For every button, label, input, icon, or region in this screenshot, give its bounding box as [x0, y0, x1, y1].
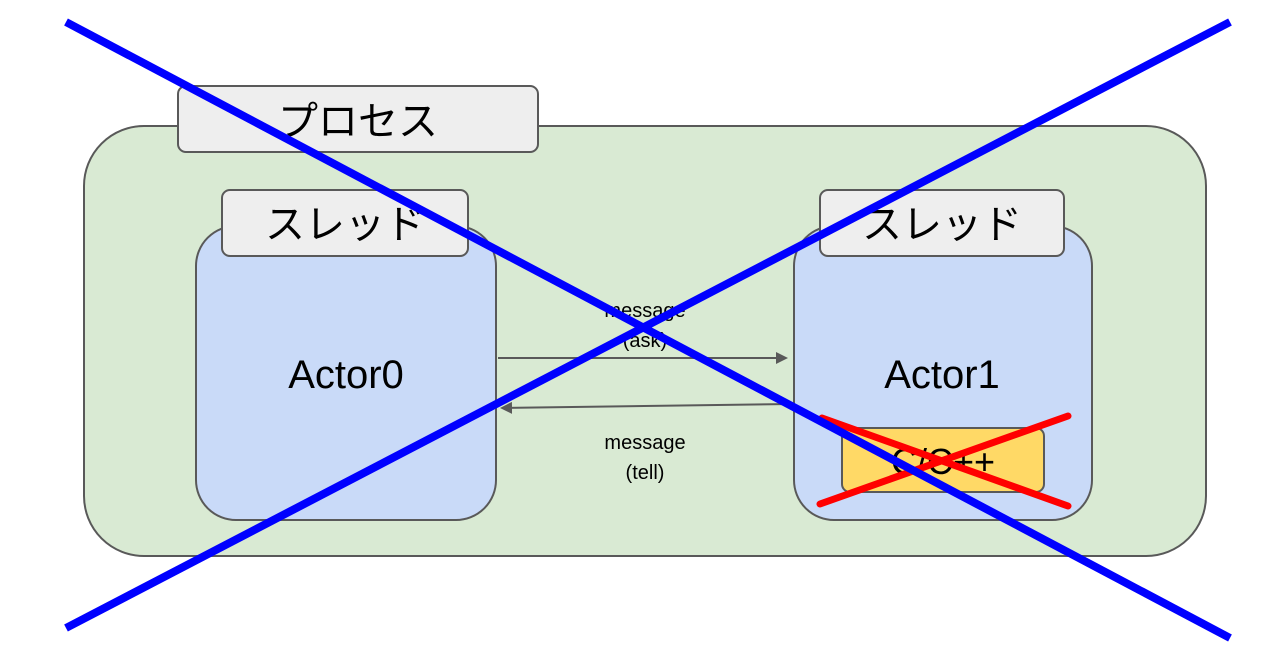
big-cross-line-b	[64, 18, 1232, 632]
thread-left-label: スレッド	[265, 202, 425, 248]
tell-label-line1: message	[604, 432, 685, 454]
process-label: プロセス	[278, 99, 438, 145]
process-tab	[177, 85, 539, 153]
big-cross-line-a	[64, 18, 1232, 642]
small-cross-line-b	[816, 412, 1072, 508]
actor0-label: Actor0	[288, 353, 404, 397]
tell-arrow	[500, 401, 793, 414]
thread-right-label: スレッド	[862, 202, 1022, 248]
actor1-label: Actor1	[884, 353, 1000, 397]
tell-label-line2: (tell)	[626, 462, 665, 484]
